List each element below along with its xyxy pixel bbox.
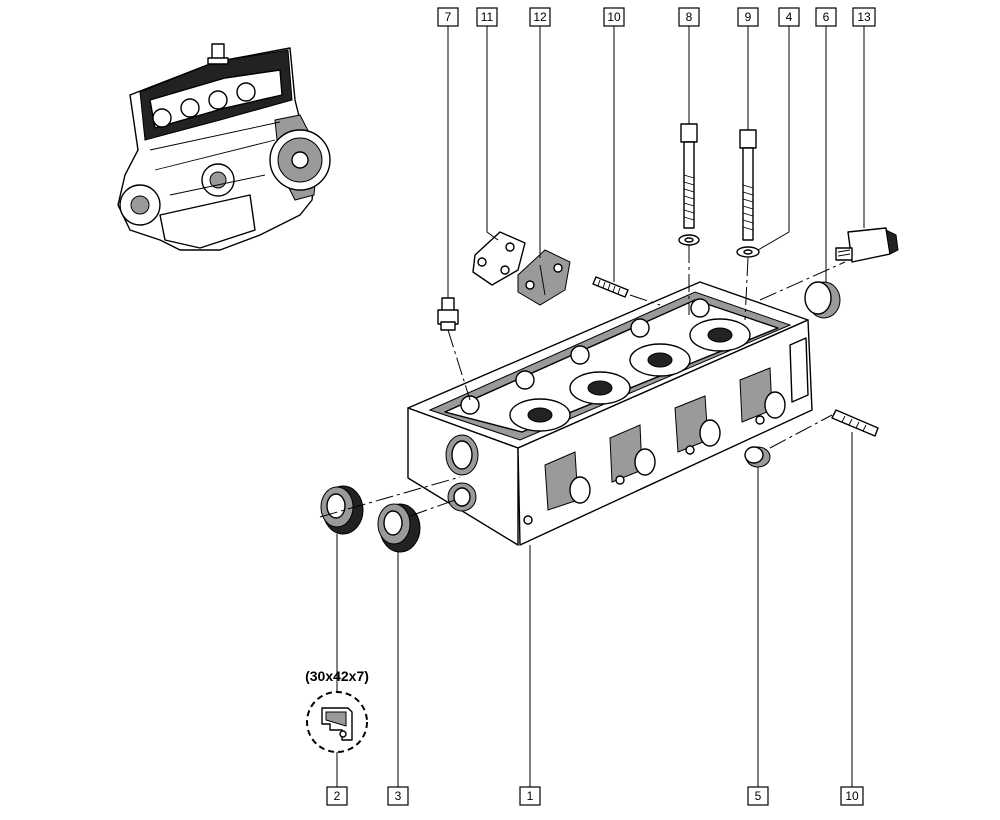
callout-label: 6 <box>823 10 830 24</box>
callout-box <box>747 786 769 806</box>
assembly-axes <box>319 245 846 518</box>
callout-top-4: 10 <box>603 7 625 27</box>
callout-box <box>678 7 700 27</box>
callout-label: 11 <box>481 10 494 24</box>
callout-label: 8 <box>686 10 693 24</box>
callout-label: 9 <box>745 10 752 24</box>
callout-top-9: 13 <box>852 7 876 27</box>
callout-box <box>326 786 348 806</box>
stud-part-10-top <box>592 276 629 298</box>
callout-bottom-4: 5 <box>747 786 769 806</box>
callout-label: 4 <box>786 10 793 24</box>
callout-label: 1 <box>527 789 534 803</box>
cylinder-head <box>407 281 813 546</box>
callout-label: 5 <box>755 789 762 803</box>
cover-plate-part-12 <box>517 249 571 306</box>
callout-box <box>852 7 876 27</box>
bolt-part-9 <box>739 129 757 241</box>
callout-box <box>387 786 409 806</box>
callout-box <box>519 786 541 806</box>
callout-top-8: 6 <box>815 7 837 27</box>
callout-box <box>778 7 800 27</box>
cap-part-6 <box>804 281 841 319</box>
callout-top-2: 11 <box>476 7 498 27</box>
oil-seal-part-3 <box>377 503 421 553</box>
callout-label: 10 <box>845 789 859 803</box>
callout-top-6: 9 <box>737 7 759 27</box>
callout-top-1: 7 <box>437 7 459 27</box>
callout-bottom-1: 2 <box>326 786 348 806</box>
callout-top-5: 8 <box>678 7 700 27</box>
callout-box <box>476 7 498 27</box>
stud-part-10-right <box>831 409 879 437</box>
callout-box <box>840 786 864 806</box>
bush-part-5 <box>744 446 771 468</box>
sensor-part-13 <box>835 227 899 263</box>
callout-label: 2 <box>334 789 341 803</box>
callout-label: 10 <box>607 10 621 24</box>
callout-bottom-5: 10 <box>840 786 864 806</box>
callout-label: 3 <box>395 789 402 803</box>
callout-box <box>529 7 551 27</box>
callout-box <box>737 7 759 27</box>
callout-top-7: 4 <box>778 7 800 27</box>
seal-section-detail <box>306 691 368 753</box>
callout-bottom-2: 3 <box>387 786 409 806</box>
callout-bottom-3: 1 <box>519 786 541 806</box>
washer-part-4 <box>736 246 760 258</box>
callout-box <box>437 7 459 27</box>
bolt-part-8 <box>678 123 700 246</box>
callout-box <box>603 7 625 27</box>
gasket-part-11 <box>472 231 526 286</box>
callout-box <box>815 7 837 27</box>
leader-lines <box>336 26 865 787</box>
oil-seal-part-2 <box>320 485 364 535</box>
callout-top-3: 12 <box>529 7 551 27</box>
plug-part-7 <box>437 297 459 331</box>
callout-label: 7 <box>445 10 452 24</box>
callout-label: 12 <box>533 10 547 24</box>
callout-label: 13 <box>857 10 871 24</box>
engine-thumbnail <box>117 43 331 251</box>
